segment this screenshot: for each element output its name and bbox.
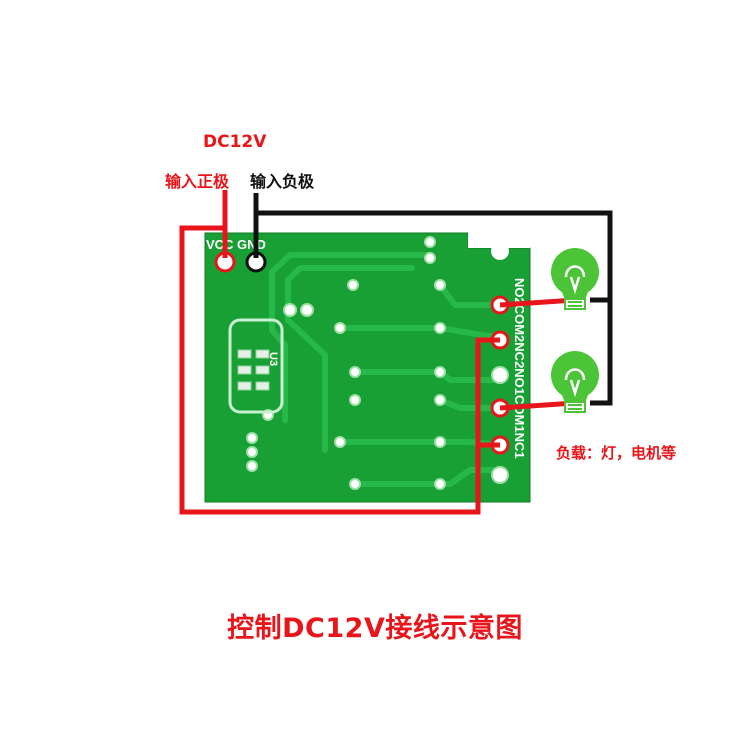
relay-pcb-board: U3 VCC GND NO2COM2NC2NO1COM1NC1 — [204, 232, 531, 503]
load-label: 负载：灯，电机等 — [556, 444, 677, 462]
input-negative-label: 输入负极 — [250, 172, 315, 191]
chip-u3: U3 — [228, 318, 284, 414]
terminal-silk: NO2COM2NC2NO1COM1NC1 — [512, 278, 527, 459]
light-bulb-icon — [551, 248, 599, 310]
positive-wire — [179, 190, 576, 515]
input-positive-label: 输入正极 — [165, 172, 230, 191]
solder-pads — [246, 236, 446, 490]
negative-wire — [253, 193, 613, 406]
vcc-gnd-silk: VCC GND — [206, 237, 266, 252]
mounting-hole — [491, 242, 509, 260]
light-bulb-icon — [551, 351, 599, 413]
chip-silk-label: U3 — [267, 352, 279, 366]
diagram-caption: 控制DC12V接线示意图 — [227, 613, 523, 644]
supply-voltage-label: DC12V — [203, 132, 267, 152]
